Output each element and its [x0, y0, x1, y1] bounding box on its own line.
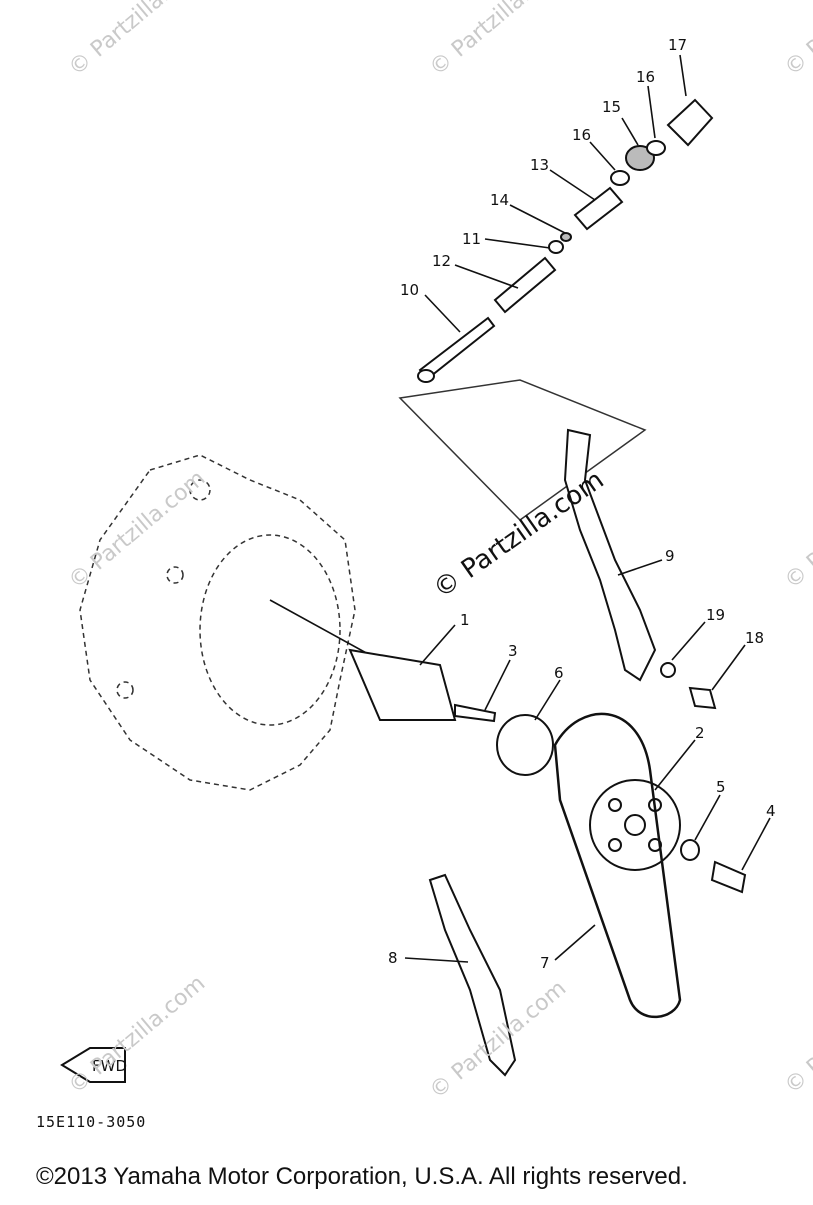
- callout-16-upper: 16: [636, 68, 655, 86]
- callout-18: 18: [745, 629, 764, 647]
- part-17-cap: [666, 98, 714, 147]
- part-19-washer: [660, 662, 676, 678]
- part-16-oring-b: [646, 140, 666, 156]
- part-7-chain: [553, 712, 682, 1019]
- callout-8: 8: [388, 949, 398, 967]
- engine-case-outline: [79, 454, 356, 791]
- part-4-bolt: [710, 860, 747, 894]
- callout-3: 3: [508, 642, 518, 660]
- diagram-code: 15E110-3050: [36, 1113, 147, 1131]
- callout-4: 4: [766, 802, 776, 820]
- tensioner-assembly: [398, 98, 714, 521]
- part-12-spring: [493, 256, 557, 314]
- part-18-bolt: [688, 686, 717, 710]
- callout-17: 17: [668, 36, 687, 54]
- fwd-arrow-icon: FWD: [60, 1047, 127, 1083]
- part-5-washer: [680, 839, 700, 861]
- callouts: 1 2 3 4 5 6 7 8 9 10 11 12 13: [388, 36, 776, 972]
- part-14-ball: [560, 232, 572, 242]
- callout-14: 14: [490, 191, 509, 209]
- part-1-camshaft: [348, 648, 457, 721]
- callout-16-lower: 16: [572, 126, 591, 144]
- part-9-guide: [563, 428, 657, 682]
- callout-15: 15: [602, 98, 621, 116]
- part-8-chain-guide: [428, 873, 517, 1077]
- part-6-bearing: [496, 714, 554, 776]
- copyright-notice: ©2013 Yamaha Motor Corporation, U.S.A. A…: [36, 1163, 688, 1190]
- callout-11: 11: [462, 230, 481, 248]
- part-11-ring: [548, 240, 564, 254]
- callout-9: 9: [665, 547, 675, 565]
- part-15-nut: [625, 145, 655, 171]
- callout-5: 5: [716, 778, 726, 796]
- part-10-head: [417, 369, 435, 383]
- callout-6: 6: [554, 664, 564, 682]
- part-3-pin: [454, 703, 497, 723]
- part-13-spring: [573, 186, 624, 231]
- callout-10: 10: [400, 281, 419, 299]
- callout-2: 2: [695, 724, 705, 742]
- callout-13: 13: [530, 156, 549, 174]
- callout-7: 7: [540, 954, 550, 972]
- callout-12: 12: [432, 252, 451, 270]
- part-16-oring: [610, 170, 630, 186]
- fwd-label: FWD: [92, 1057, 127, 1075]
- callout-19: 19: [706, 606, 725, 624]
- callout-1: 1: [460, 611, 470, 629]
